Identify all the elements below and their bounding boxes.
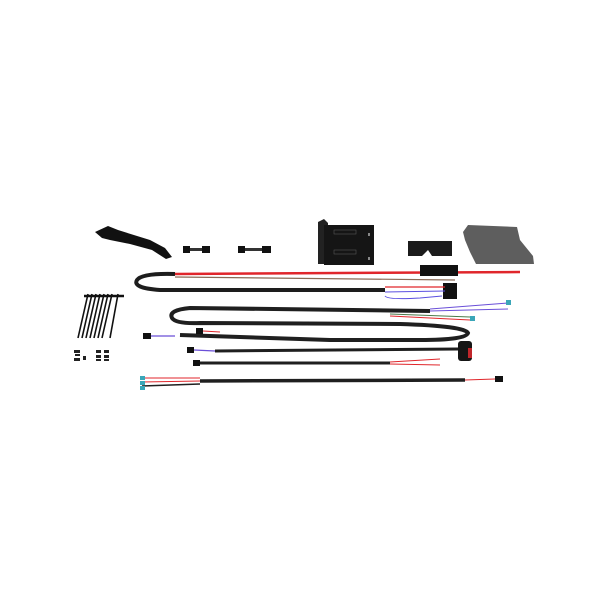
connector-tip — [470, 316, 475, 321]
signal-wire-loop — [384, 290, 446, 300]
inline-fuse-connector — [183, 246, 210, 253]
power-cable-loop — [134, 271, 385, 292]
small-bracket — [408, 241, 452, 256]
plug-connector — [193, 360, 200, 366]
plug-connector — [196, 328, 203, 334]
remote-cable — [214, 347, 459, 353]
gray-mounting-plate — [463, 225, 534, 264]
relay-connector — [443, 283, 457, 299]
power-wire-red — [174, 270, 521, 276]
mounting-bracket — [95, 226, 172, 259]
harness-tail-wires — [389, 302, 509, 321]
connector-tip — [506, 300, 511, 305]
inline-fuse-connector — [238, 246, 271, 253]
amplifier-mount — [318, 219, 374, 265]
rca-cable — [140, 376, 503, 390]
plug-connector — [143, 333, 151, 339]
zip-ties — [77, 293, 124, 339]
speaker-harness-loop — [169, 305, 471, 342]
fuse-holder — [420, 265, 458, 276]
ground-wire-brown — [174, 276, 456, 281]
screws — [74, 350, 109, 361]
plug-connector — [187, 347, 194, 353]
